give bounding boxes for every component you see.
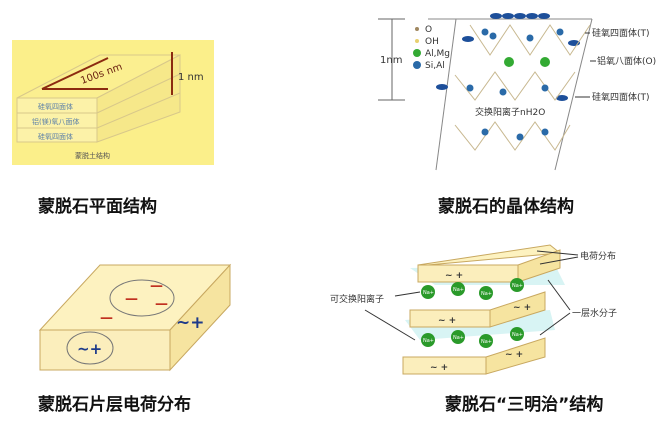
exchangeable-cation-label: 可交换阳离子 [330, 293, 384, 305]
layer-label: 硅氧四面体 [38, 132, 73, 141]
sandwich-structure-diagram: Na+ Na+ Na+ Na+ Na+ Na+ Na+ Na+ ~ + ~ + ~ + ~ + ~ +… [330, 244, 617, 375]
sandwich-structure-caption: 蒙脱石“三明治”结构 [445, 395, 604, 415]
sodium-ion: Na+ [453, 287, 464, 293]
positive-charge: ~ + [430, 363, 448, 373]
positive-charge: ~ + [445, 271, 463, 281]
legend-oh: OH [425, 37, 439, 47]
positive-charge: ~ + [438, 316, 456, 326]
plane-structure-diagram: 100s nm 1 nm 硅氧四面体 铝(镁)氧八面体 硅氧四面体 蒙脱土结构 [12, 40, 214, 165]
scale-label: 1nm [380, 55, 402, 66]
sodium-ion: Na+ [481, 291, 492, 297]
layer-label: 铝(镁)氧八面体 [32, 117, 79, 126]
height-label: 1 nm [178, 72, 204, 83]
negative-charge: — [150, 279, 163, 294]
negative-charge: — [100, 311, 113, 326]
plane-footer: 蒙脱土结构 [75, 151, 110, 160]
sodium-ion: Na+ [453, 335, 464, 341]
octahedral-label: 铝氧八面体(O) [597, 55, 656, 67]
sodium-ion: Na+ [481, 339, 492, 345]
tetrahedral-label: 硅氧四面体(T) [592, 91, 650, 103]
sodium-ion: Na+ [423, 338, 434, 344]
plane-structure-caption: 蒙脱石平面结构 [38, 197, 157, 217]
legend-al-mg: Al,Mg [425, 49, 450, 59]
layer-label: 硅氧四面体 [38, 102, 73, 111]
sodium-ion: Na+ [512, 332, 523, 338]
charge-distribution-label: 电荷分布 [580, 250, 616, 262]
positive-charge: ~ + [505, 350, 523, 360]
tetrahedral-label: 硅氧四面体(T) [592, 27, 650, 39]
sodium-ion: Na+ [423, 290, 434, 296]
sodium-ion: Na+ [512, 283, 523, 289]
positive-charge: ~+ [176, 313, 205, 333]
crystal-structure-caption: 蒙脱石的晶体结构 [438, 197, 574, 217]
charge-distribution-diagram: — — — — ~+ ~+ [38, 263, 232, 372]
legend-si-al: Si,Al [425, 61, 445, 71]
positive-charge: ~ + [513, 303, 531, 313]
water-layer-label: 一层水分子 [572, 307, 617, 319]
negative-charge: — [125, 292, 138, 307]
legend-o: O [425, 25, 432, 35]
negative-charge: — [155, 297, 168, 312]
interlayer-label: 交换阳离子nH2O [475, 106, 545, 118]
charge-distribution-caption: 蒙脱石片层电荷分布 [38, 395, 191, 415]
positive-charge: ~+ [77, 340, 102, 358]
crystal-structure-diagram: 1nm O OH Al,Mg Si,Al 交换阳离子nH2O 硅氧四面体(T) … [378, 13, 656, 171]
